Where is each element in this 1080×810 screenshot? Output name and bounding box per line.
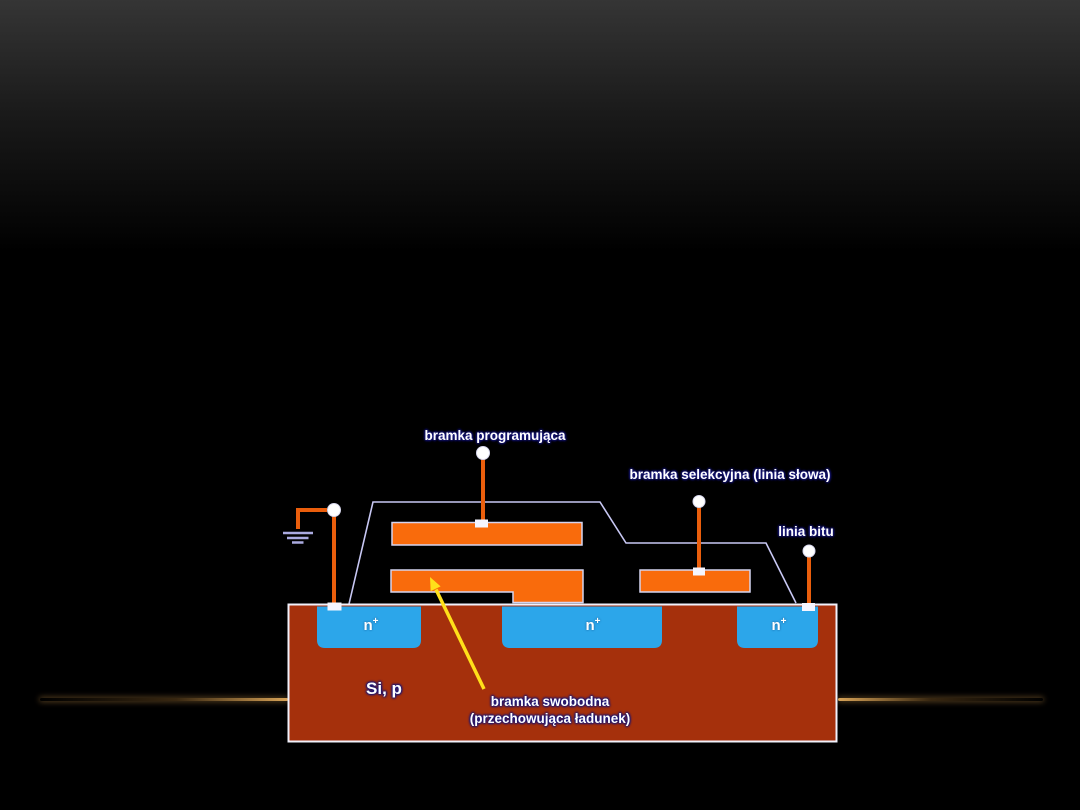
ground-icon: [283, 531, 313, 544]
gate-stack-outline: [348, 501, 797, 605]
n-plus-base: n: [771, 617, 781, 634]
n-plus-label-middle: n+: [585, 616, 601, 634]
left-edge-glow: [40, 698, 288, 701]
source-contact: [327, 602, 342, 611]
bit-line-contact: [802, 603, 815, 611]
right-edge-glow: [838, 698, 1043, 701]
n-plus-base: n: [585, 617, 595, 634]
programming-gate-label: bramka programująca: [424, 428, 566, 443]
n-plus-sup: +: [594, 616, 601, 627]
floating-gate-arrow-line: [434, 588, 486, 690]
ground-wire: [296, 508, 327, 529]
bit-line-label: linia bitu: [778, 524, 834, 539]
background-gradient: [0, 0, 1080, 252]
programming-gate-contact: [475, 519, 488, 528]
n-plus-sup: +: [780, 616, 787, 627]
n-plus-label-right: n+: [771, 616, 787, 634]
floating-gate: [390, 569, 584, 604]
floating-gate-label-line1: bramka swobodna: [490, 694, 610, 709]
floating-gate-label: bramka swobodna (przechowująca ładunek): [470, 693, 631, 727]
substrate-label: Si, p: [366, 679, 402, 698]
n-plus-region-middle: [502, 606, 662, 648]
bit-terminal-circle: [802, 544, 816, 558]
floating-gate-label-line2: (przechowująca ładunek): [469, 711, 631, 726]
programming-terminal-circle: [476, 446, 490, 460]
select-gate-contact: [693, 567, 705, 576]
n-plus-sup: +: [372, 616, 379, 627]
floating-gate-arrowhead-icon: [430, 577, 441, 592]
select-terminal-circle: [692, 495, 706, 508]
n-plus-region-right: [737, 606, 818, 648]
n-plus-region-left: [317, 606, 421, 648]
source-terminal-circle: [327, 503, 341, 517]
n-plus-base: n: [363, 617, 373, 634]
n-plus-label-left: n+: [363, 616, 379, 634]
select-gate-label: bramka selekcyjna (linia słowa): [629, 467, 831, 482]
